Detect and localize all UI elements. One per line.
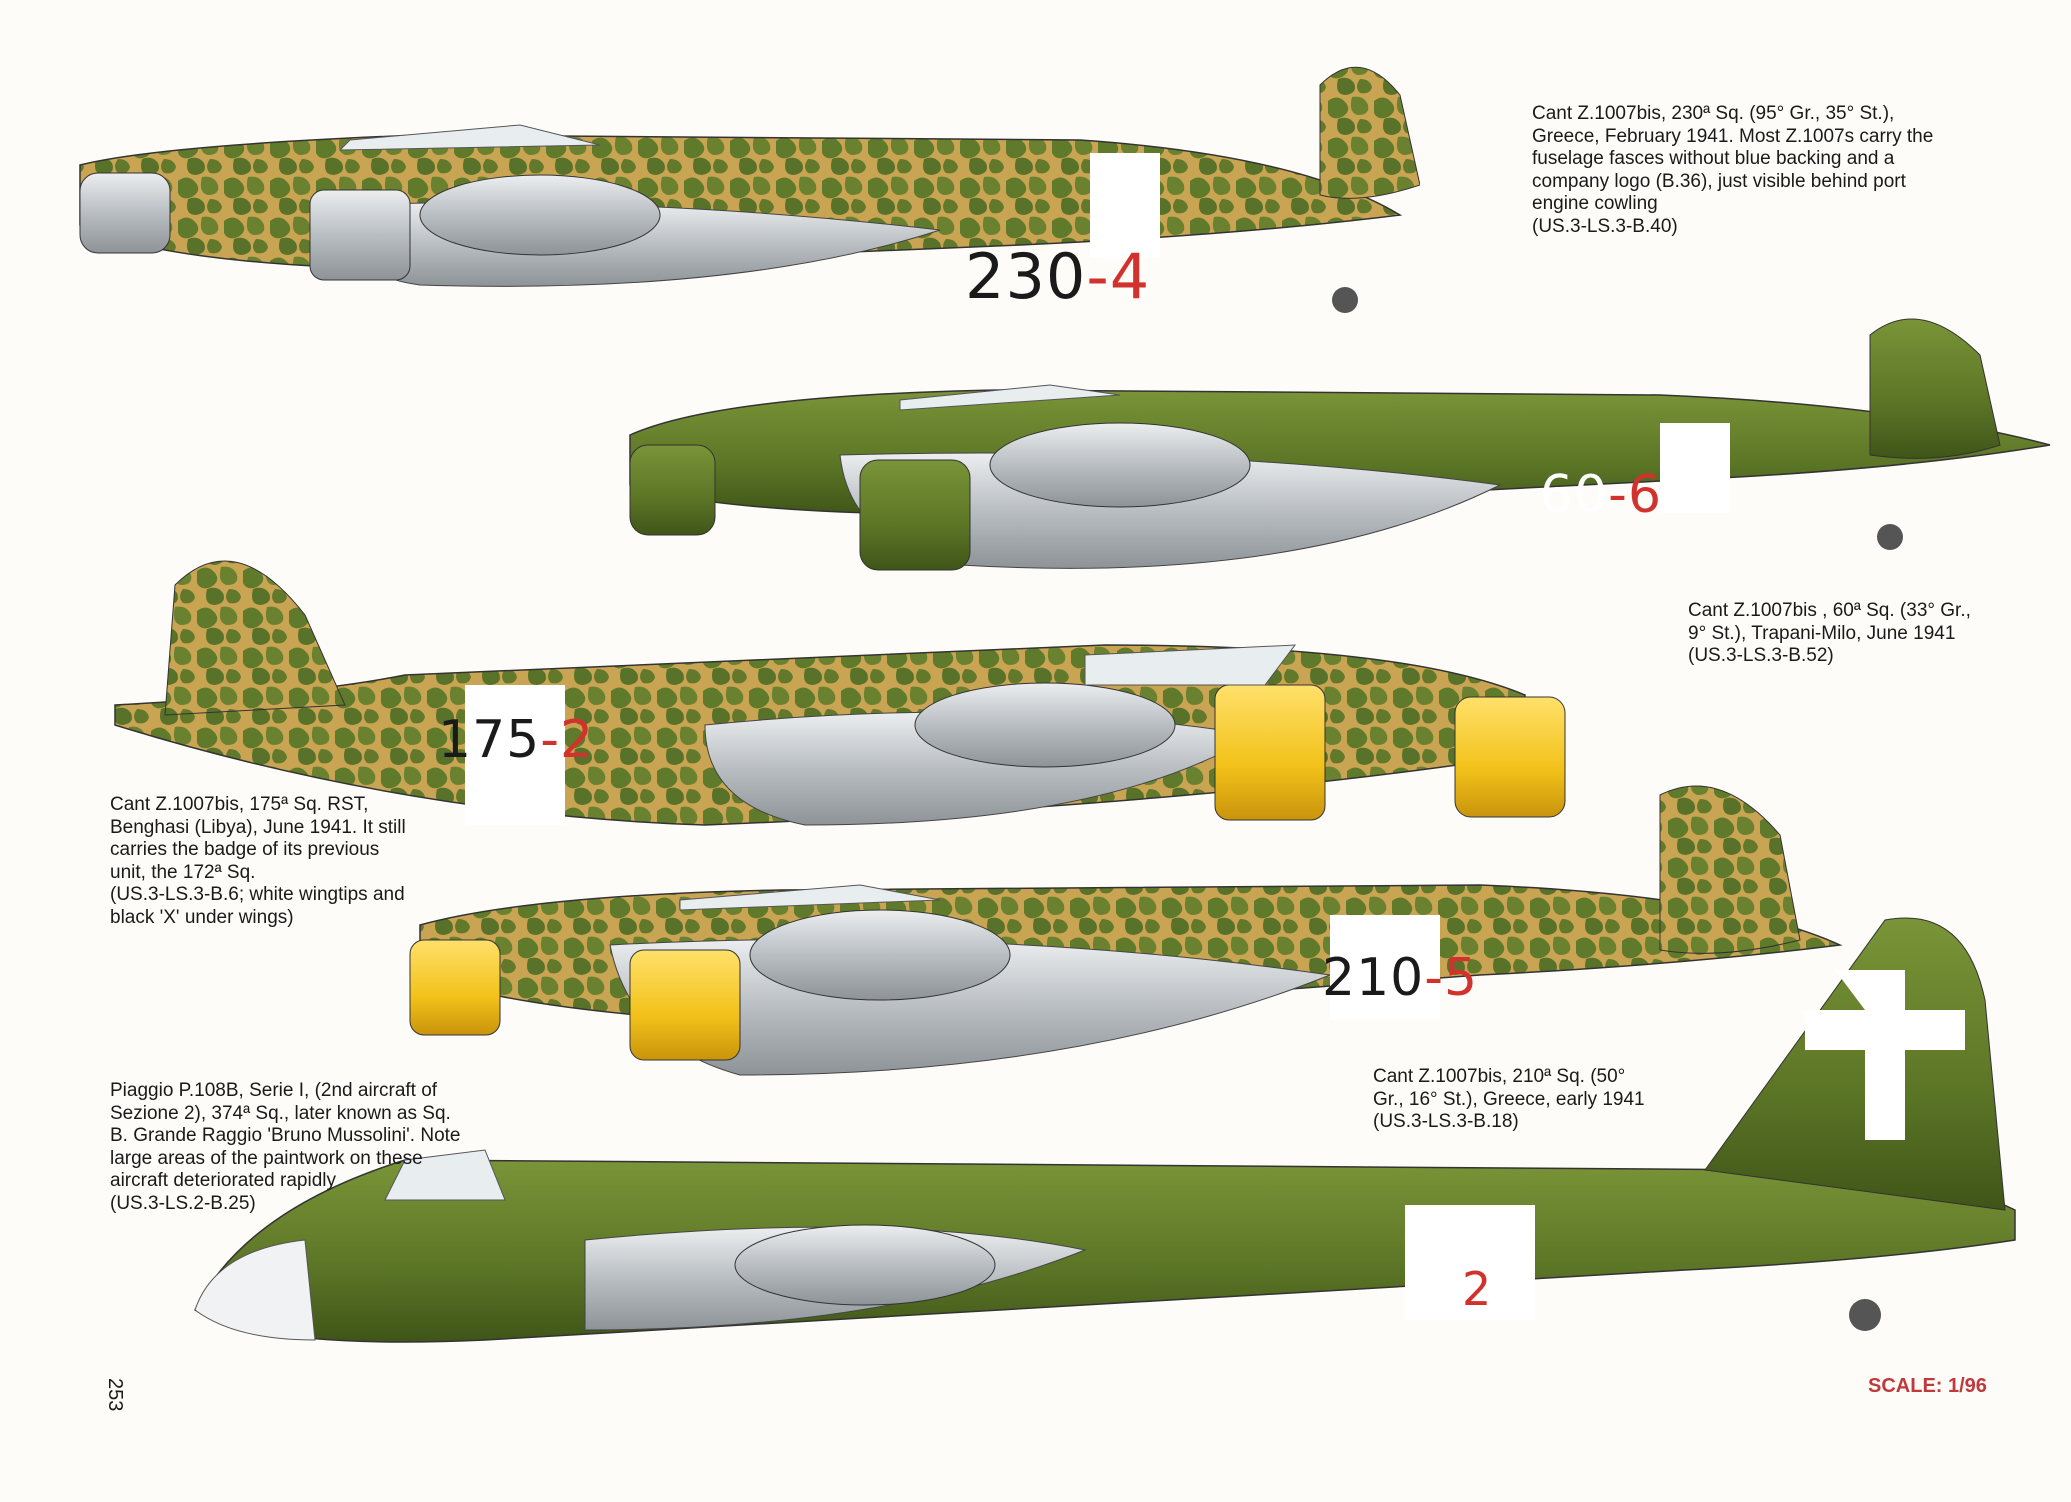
- code-separator: -: [1086, 240, 1110, 313]
- aircraft-profile-230-4: [79, 66, 1420, 313]
- code-number: 230: [965, 240, 1087, 313]
- aircraft-profile-210-5: [409, 785, 1843, 1076]
- fuselage-code-3: 175-2: [438, 710, 594, 770]
- code-individual: 2: [560, 710, 595, 770]
- code-number: 60: [1540, 465, 1609, 525]
- aircraft-profile-175-2: [114, 560, 1566, 826]
- caption-175-2: Cant Z.1007bis, 175ª Sq. RST, Benghasi (…: [110, 794, 406, 928]
- aircraft-profile-60-6: [629, 318, 2051, 571]
- code-separator: -: [540, 710, 561, 770]
- code-number: 175: [438, 710, 541, 770]
- caption-210-5: Cant Z.1007bis, 210ª Sq. (50° Gr., 16° S…: [1373, 1066, 1645, 1132]
- fuselage-code-4: 210-5: [1322, 948, 1478, 1008]
- code-individual: 5: [1444, 948, 1479, 1008]
- caption-230-4: Cant Z.1007bis, 230ª Sq. (95° Gr., 35° S…: [1532, 103, 1934, 237]
- code-individual: 4: [1109, 240, 1151, 313]
- code-number: 2: [1462, 1262, 1493, 1316]
- scale-label: SCALE: 1/96: [1868, 1375, 1987, 1397]
- code-individual: 2: [1502, 1262, 1533, 1316]
- caption-p108b: Piaggio P.108B, Serie I, (2nd aircraft o…: [110, 1080, 461, 1214]
- code-number: 210: [1322, 948, 1425, 1008]
- code-separator: -: [1424, 948, 1445, 1008]
- caption-60-6: Cant Z.1007bis , 60ª Sq. (33° Gr., 9° St…: [1688, 600, 1971, 666]
- fuselage-code-2: 60-6: [1540, 465, 1662, 525]
- aircraft-profile-p108b: [194, 917, 2016, 1343]
- code-individual: 6: [1627, 465, 1663, 525]
- fuselage-code-1: 230-4: [965, 240, 1150, 313]
- code-separator: -: [1608, 465, 1628, 525]
- page-number: 253: [104, 1378, 126, 1412]
